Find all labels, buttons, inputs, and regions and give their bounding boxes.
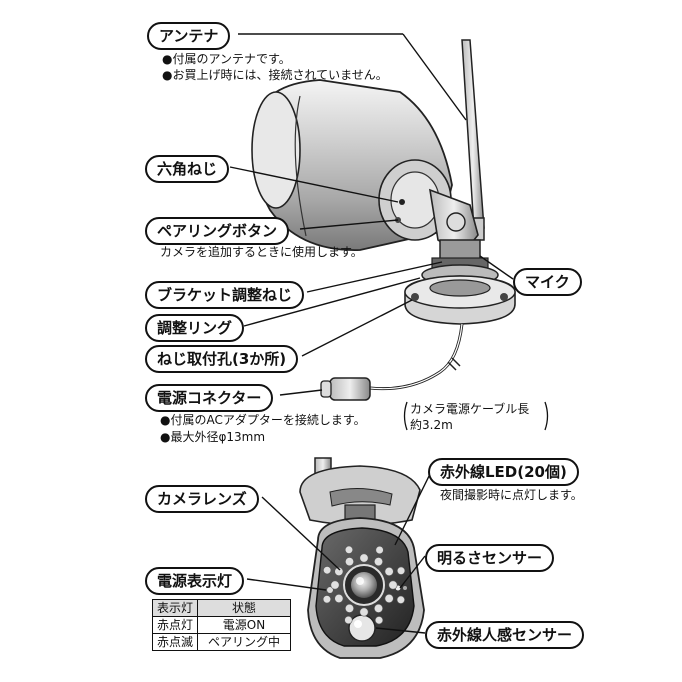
cable-note-1: カメラ電源ケーブル長: [410, 402, 530, 416]
bracket-screw-label: ブラケット調整ねじ: [145, 281, 305, 309]
ir-led-dot: [344, 603, 354, 613]
table-cell: ペアリング中: [197, 633, 292, 651]
connector-note-2: ●最大外径φ13mm: [160, 430, 266, 444]
hex-screw-label: 六角ねじ: [145, 155, 230, 183]
ir-led-dot: [384, 566, 394, 576]
camera-lens-label: カメラレンズ: [145, 485, 259, 513]
ir-led-dot: [322, 595, 332, 604]
ir-led-dot: [334, 593, 344, 603]
power-indicator-label: 電源表示灯: [145, 567, 245, 595]
ir-led-dot: [388, 580, 398, 590]
leader-lines: [229, 33, 514, 634]
power-connector-label: 電源コネクター: [145, 384, 274, 412]
ir-led-dot: [396, 595, 405, 604]
pairing-button-label: ペアリングボタン: [145, 217, 290, 245]
pairing-note: カメラを追加するときに使用します。: [160, 245, 363, 259]
ir-led-dot: [323, 566, 332, 575]
screw-holes-label: ねじ取付孔(3か所): [145, 345, 299, 373]
camera-side-view: [251, 39, 516, 401]
ir-led-dot: [344, 545, 354, 554]
ir-led-dot: [396, 566, 406, 575]
table-row: 赤点灯 電源ON: [151, 616, 292, 634]
ir-led-dot: [375, 545, 384, 555]
ir-led-dot: [344, 615, 353, 625]
ir-led-dot: [359, 607, 369, 617]
ir-led-dot: [359, 553, 369, 563]
ir-led-dot: [334, 566, 344, 576]
table-header-cell: 状態: [197, 599, 292, 617]
cable-note-bracket: [403, 401, 549, 431]
ir-led-dot: [344, 557, 354, 567]
antenna-label: アンテナ: [147, 22, 231, 50]
indicator-status-table: 表示灯 状態 赤点灯 電源ON 赤点滅 ペアリング中: [151, 599, 292, 651]
table-cell: 電源ON: [197, 616, 292, 634]
connector-note-1: ●付属のACアダプターを接続します。: [160, 413, 366, 427]
table-cell: 赤点灯: [151, 616, 199, 634]
ir-led-label: 赤外線LED(20個): [428, 458, 579, 486]
table-cell: 赤点滅: [151, 633, 199, 651]
light-sensor-label: 明るさセンサー: [425, 544, 555, 572]
ir-led-dot: [330, 580, 340, 590]
ir-led-dot: [373, 557, 383, 567]
pir-sensor-label: 赤外線人感センサー: [425, 621, 585, 649]
antenna-note-1: ●付属のアンテナです。: [162, 52, 291, 66]
adjust-ring-label: 調整リング: [145, 314, 245, 342]
ir-led-dot: [374, 616, 384, 625]
ir-led-note: 夜間撮影時に点灯します。: [440, 488, 583, 502]
camera-front-view: [299, 457, 425, 659]
antenna-note-2: ●お買上げ時には、接続されていません。: [162, 68, 388, 82]
cable-note-2: 約3.2m: [410, 418, 453, 432]
mic-label: マイク: [513, 268, 582, 296]
table-row: 赤点滅 ペアリング中: [151, 633, 292, 651]
ir-led-dot: [384, 593, 394, 603]
table-header-row: 表示灯 状態: [151, 599, 292, 617]
table-header-cell: 表示灯: [151, 599, 199, 617]
ir-led-dot: [373, 603, 383, 613]
